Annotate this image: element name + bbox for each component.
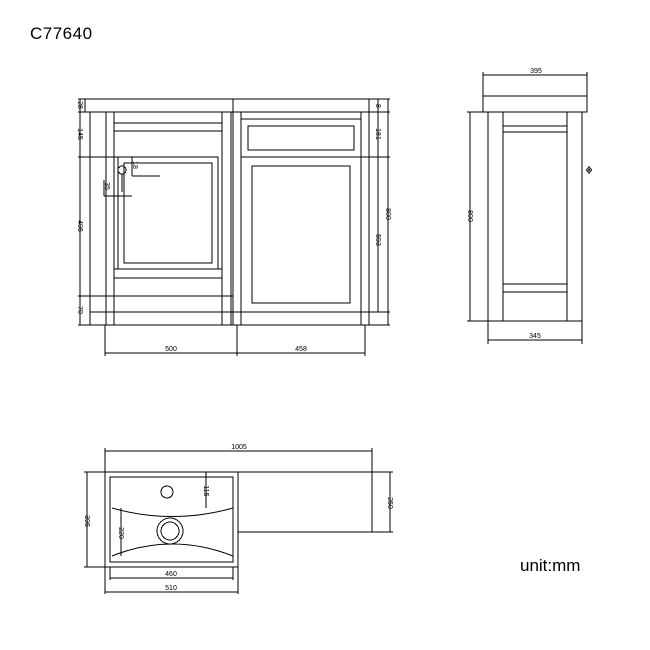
plan-view-geometry (104, 471, 373, 568)
dim-plan-right-250: 250 (386, 497, 393, 509)
dim-front-right-593: 593 (374, 234, 381, 246)
dim-front-inner-18: 18 (131, 161, 138, 169)
front-bottom-dimensions: 500 458 (104, 325, 366, 356)
front-inner-dimensions: 35 18 (103, 157, 160, 197)
dim-side-left-800: 800 (466, 210, 473, 222)
dim-front-left-495: 495 (76, 220, 83, 232)
plan-dimensions: 1005 395 250 115 220 460 (83, 444, 393, 594)
dim-front-left-70: 70 (76, 306, 83, 314)
dim-plan-bottom-460: 460 (165, 571, 177, 578)
dim-front-right-181: 181 (374, 128, 381, 140)
dim-front-bottom-500: 500 (165, 346, 177, 353)
page-title: C77640 (30, 24, 93, 43)
dim-front-right-8: 8 (374, 104, 381, 108)
side-dimensions: 395 800 345 (466, 68, 588, 344)
dim-plan-top-1005: 1005 (231, 444, 247, 451)
dim-front-bottom-458: 458 (295, 346, 307, 353)
dim-side-bottom-345: 345 (529, 333, 541, 340)
unit-label: unit:mm (520, 556, 581, 575)
dim-side-top-395: 395 (530, 68, 542, 75)
dim-front-left-28: 28 (76, 101, 83, 109)
dim-front-right-800: 800 (384, 208, 391, 220)
front-elevation-geometry (84, 98, 370, 326)
dim-plan-left-395: 395 (83, 515, 90, 527)
front-right-dimensions: 8 181 593 800 (361, 98, 391, 326)
front-left-dimensions: 28 145 495 70 (76, 98, 118, 326)
side-elevation-geometry (482, 95, 592, 322)
dim-plan-inner-115: 115 (202, 485, 209, 496)
dim-plan-bottom-510: 510 (165, 585, 177, 592)
dim-plan-inner-220: 220 (117, 527, 124, 539)
dim-front-inner-35: 35 (103, 182, 110, 190)
dim-front-left-145: 145 (76, 128, 83, 140)
